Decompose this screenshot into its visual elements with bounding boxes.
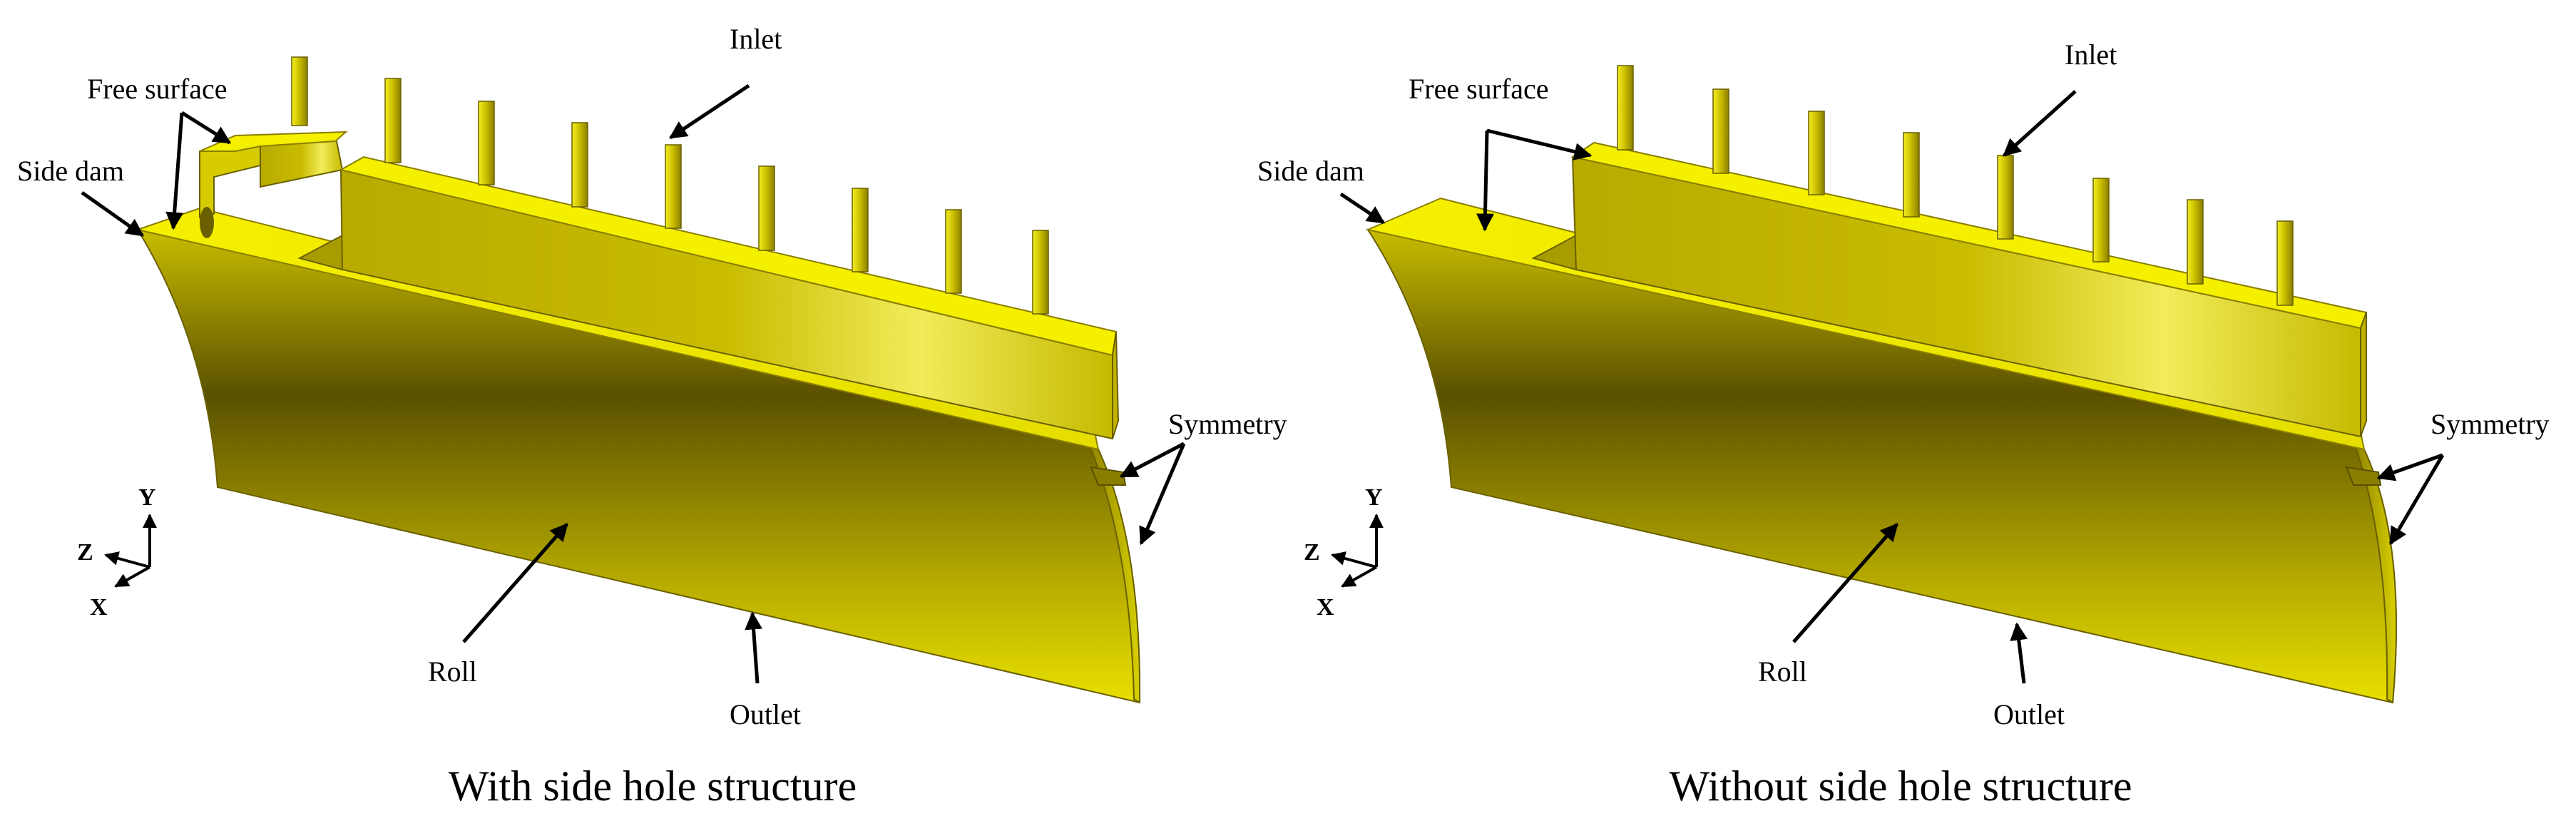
caption-left: With side hole structure bbox=[449, 763, 857, 810]
side-hole bbox=[200, 207, 214, 238]
inlet-pipe bbox=[2092, 178, 2110, 262]
arrow-free-surface-b bbox=[165, 112, 184, 230]
label-inlet: Inlet bbox=[730, 23, 782, 55]
arrow-symmetry-b bbox=[2388, 454, 2445, 546]
symmetry-notch bbox=[2345, 466, 2382, 486]
axis-label-z: Z bbox=[77, 539, 93, 566]
axis-label-y: Y bbox=[1365, 484, 1383, 511]
annotation-arrows bbox=[81, 83, 1186, 684]
arrow-symmetry-a bbox=[2376, 453, 2443, 481]
inlet-pipe bbox=[852, 188, 869, 272]
label-inlet: Inlet bbox=[2065, 39, 2117, 71]
panel-right: Free surface Side dam Inlet Symmetry Rol… bbox=[1257, 39, 2550, 810]
axis-label-x: X bbox=[1317, 594, 1334, 621]
inlet-pipe bbox=[384, 78, 402, 163]
arrow-inlet bbox=[668, 83, 750, 140]
axis-label-z: Z bbox=[1304, 539, 1320, 566]
arrow-outlet bbox=[2010, 622, 2028, 684]
label-outlet: Outlet bbox=[1993, 698, 2065, 730]
inlet-pipe bbox=[2187, 199, 2204, 285]
label-roll: Roll bbox=[428, 656, 477, 688]
arrow-roll bbox=[462, 523, 568, 643]
side-hole-block bbox=[199, 142, 261, 219]
roll-end-face bbox=[1087, 440, 1141, 704]
arrow-side-dam bbox=[81, 190, 145, 238]
panel-left: Free surface Side dam Inlet Symmetry Rol… bbox=[17, 23, 1287, 810]
axis-x bbox=[1341, 566, 1377, 588]
axis-label-y: Y bbox=[138, 484, 156, 511]
label-roll: Roll bbox=[1758, 656, 1807, 688]
side-hole-top bbox=[199, 131, 348, 152]
symmetry-notch bbox=[1090, 466, 1127, 486]
label-free-surface: Free surface bbox=[1409, 73, 1549, 105]
roll-end-face bbox=[2351, 439, 2397, 704]
label-outlet: Outlet bbox=[730, 698, 801, 730]
arrow-symmetry-a bbox=[1119, 442, 1185, 479]
inlet-pipe bbox=[1903, 132, 1920, 218]
inlet-pipe bbox=[2276, 220, 2294, 306]
inlet-box-end bbox=[2360, 312, 2367, 437]
inlet-pipe bbox=[758, 165, 775, 251]
inlet-pipe bbox=[1617, 65, 1634, 151]
axis-x bbox=[114, 566, 150, 588]
model-left bbox=[135, 56, 1141, 704]
annotation-arrows bbox=[1339, 90, 2445, 684]
inlet-pipe bbox=[1997, 155, 2014, 240]
arrow-outlet bbox=[745, 611, 763, 684]
inlet-pipe bbox=[291, 56, 308, 126]
inlet-pipe bbox=[571, 122, 588, 208]
axis-z bbox=[104, 551, 150, 568]
arrow-free-surface-b bbox=[1476, 130, 1494, 232]
label-side-dam: Side dam bbox=[1257, 155, 1364, 187]
label-symmetry: Symmetry bbox=[1168, 408, 1287, 440]
axis-triad bbox=[1331, 514, 1384, 588]
arrow-symmetry-b bbox=[1139, 443, 1186, 546]
inlet-pipe bbox=[1712, 88, 1729, 174]
inlet-pipe bbox=[1808, 111, 1825, 195]
caption-right: Without side hole structure bbox=[1669, 763, 2132, 810]
inlet-pipe bbox=[945, 209, 962, 294]
axis-triad bbox=[104, 514, 157, 588]
axis-z bbox=[1331, 551, 1377, 568]
inlet-pipes bbox=[291, 56, 1049, 315]
arrow-side-dam bbox=[1339, 192, 1386, 225]
inlet-pipe bbox=[665, 144, 682, 229]
arrow-inlet bbox=[2003, 90, 2077, 157]
arrow-roll bbox=[1792, 523, 1898, 643]
label-side-dam: Side dam bbox=[17, 155, 124, 187]
inlet-pipes bbox=[1617, 65, 2294, 306]
inlet-pipe bbox=[478, 101, 495, 185]
model-right bbox=[1365, 65, 2397, 704]
inlet-pipe bbox=[1032, 230, 1049, 315]
label-free-surface: Free surface bbox=[87, 73, 228, 105]
arrow-free-surface-a bbox=[180, 111, 232, 145]
label-symmetry: Symmetry bbox=[2431, 408, 2550, 440]
arrow-free-surface-a bbox=[1486, 128, 1593, 160]
inlet-box-end bbox=[1112, 331, 1120, 439]
axis-label-x: X bbox=[90, 594, 108, 621]
